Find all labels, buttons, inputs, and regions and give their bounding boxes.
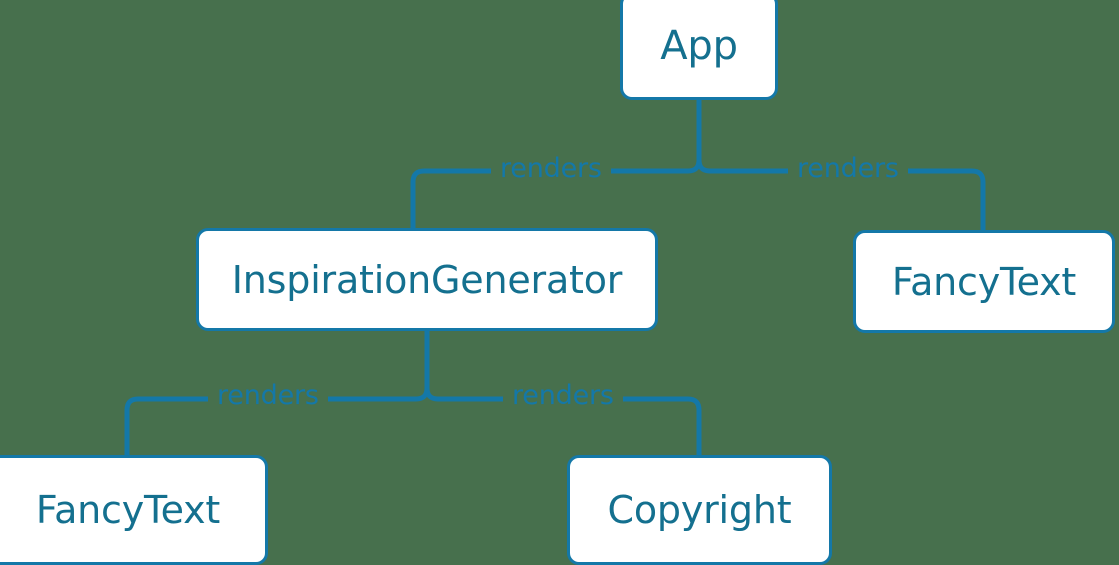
edge-inspirationgenerator-to-copyright [424, 385, 702, 458]
edge-label-app-to-inspirationgenerator: renders [491, 155, 611, 182]
edge-app-to-fancytext-right [696, 157, 986, 233]
node-app-label: App [660, 23, 738, 69]
node-fancytext-left-label: FancyText [35, 488, 221, 532]
node-copyright-label: Copyright [607, 488, 792, 532]
edge-label-inspirationgenerator-to-fancytext-left: renders [208, 382, 328, 409]
edge-label-inspirationgenerator-to-copyright: renders [503, 382, 623, 409]
node-app[interactable]: App [620, 0, 778, 100]
node-fancytext-right-label: FancyText [891, 259, 1077, 304]
node-fancytext-right[interactable]: FancyText [853, 230, 1115, 333]
node-fancytext-left[interactable]: FancyText [0, 455, 268, 565]
node-inspirationgenerator-label: InspirationGenerator [231, 257, 623, 302]
node-inspirationgenerator[interactable]: InspirationGenerator [196, 228, 658, 331]
node-copyright[interactable]: Copyright [567, 455, 832, 565]
edge-label-app-to-fancytext-right: renders [788, 155, 908, 182]
